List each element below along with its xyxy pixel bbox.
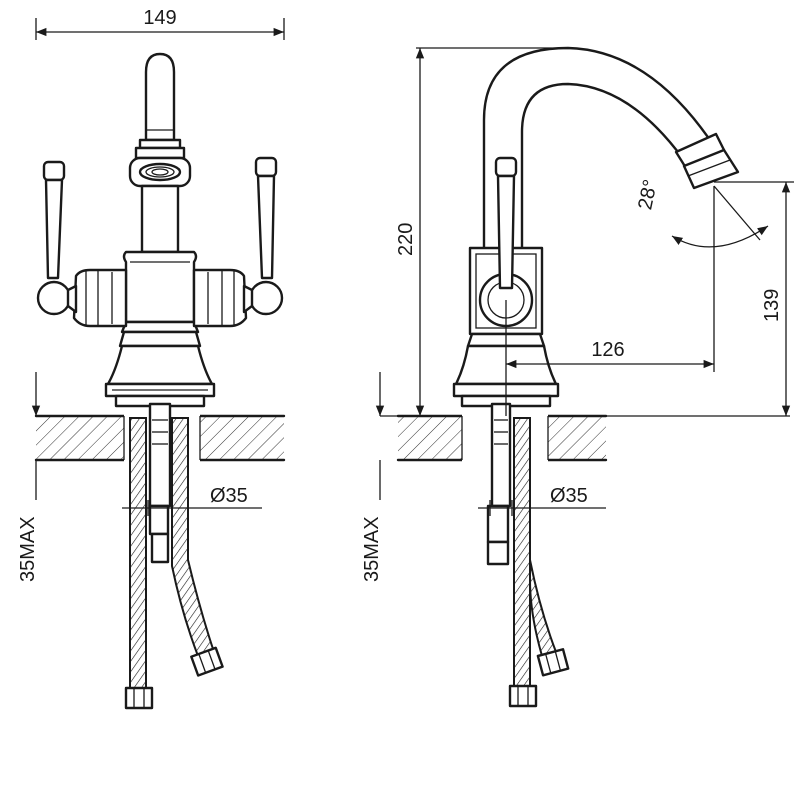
front-spout xyxy=(128,52,192,254)
side-bore-dimension: Ø35 xyxy=(478,485,606,516)
side-height-label: 220 xyxy=(395,223,417,256)
front-max-label: 35MAX xyxy=(17,516,39,582)
side-spout xyxy=(482,46,740,250)
side-bore-label: Ø35 xyxy=(550,485,588,507)
front-left-handle[interactable] xyxy=(36,160,128,328)
stud-icon xyxy=(150,532,170,564)
nut-icon xyxy=(124,686,154,710)
front-body xyxy=(104,250,216,408)
side-angle-label: 28° xyxy=(634,178,662,212)
front-bore-dimension: Ø35 xyxy=(122,485,262,516)
side-hoses xyxy=(486,402,570,708)
side-reach-dimension: 126 xyxy=(505,186,715,416)
front-hoses xyxy=(124,402,224,710)
side-outlet-label: 139 xyxy=(761,289,783,322)
side-max-dimension: 35MAX xyxy=(361,372,385,582)
front-max-dimension: 35MAX xyxy=(17,372,41,582)
side-view: 220 126 139 28° Ø35 xyxy=(361,46,794,708)
side-reach-label: 126 xyxy=(591,339,624,361)
side-nut-icon xyxy=(508,684,538,708)
front-width-dimension: 149 xyxy=(35,7,285,40)
front-view: 149 Ø35 35MAX xyxy=(17,7,286,710)
front-width-label: 149 xyxy=(143,7,176,29)
side-stud-icon xyxy=(486,540,510,566)
front-bore-label: Ø35 xyxy=(210,485,248,507)
front-right-handle[interactable] xyxy=(192,156,284,328)
side-countertop xyxy=(380,414,790,462)
side-height-dimension: 220 xyxy=(395,47,570,416)
side-outlet-dimension: 139 xyxy=(714,181,794,416)
side-angle-dimension: 28° xyxy=(634,178,769,248)
side-max-label: 35MAX xyxy=(361,516,383,582)
